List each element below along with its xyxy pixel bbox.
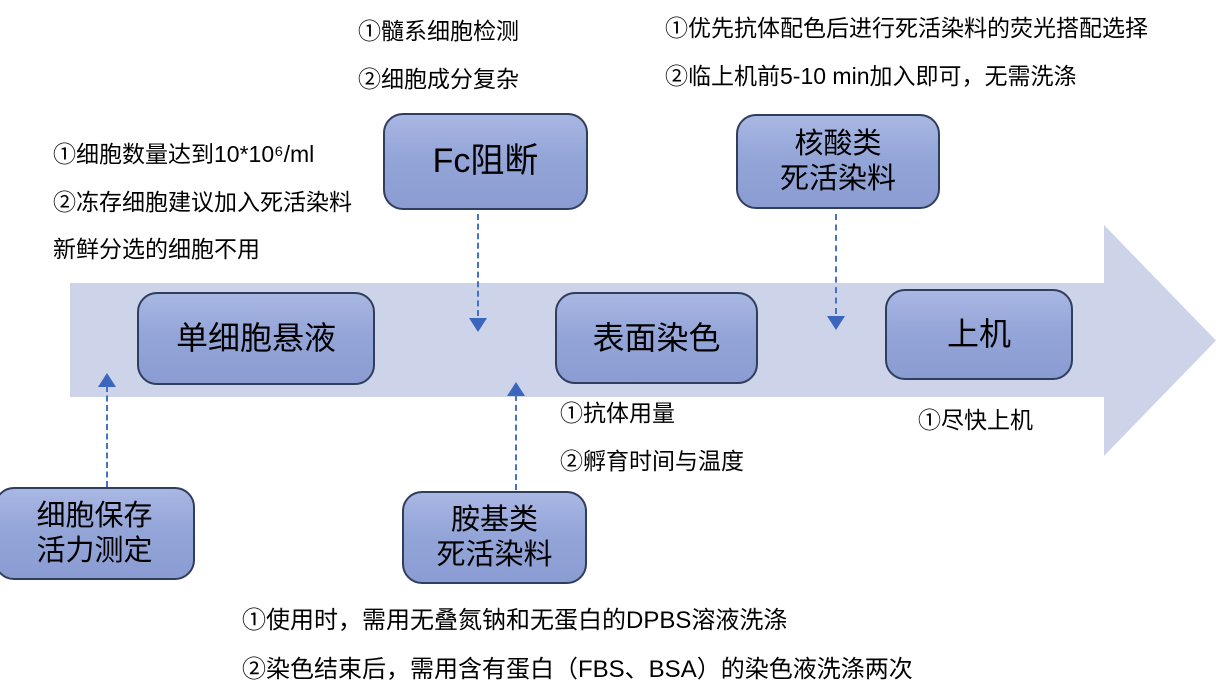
note-surface-staining: ①抗体用量 ②孵育时间与温度 [560,400,744,495]
arrowhead-down-icon [827,316,845,330]
node-fc-block: Fc阻断 [383,113,588,210]
node-surface-staining: 表面染色 [555,292,758,384]
note-run-on-machine: ①尽快上机 [918,407,1033,455]
note-line: ②临上机前5-10 min加入即可，无需洗涤 [665,62,1077,89]
arrowhead-up-icon [507,382,525,396]
node-label-line2: 活力测定 [36,534,153,567]
note-line: ①细胞数量达到10*10⁶/ml [53,141,315,167]
dashed-line [515,395,517,490]
node-amine-dye: 胺基类 死活染料 [402,491,587,584]
note-line: ①尽快上机 [918,407,1033,433]
note-line: ②孵育时间与温度 [560,447,744,474]
connector-nucleic-dye-down [827,214,845,330]
note-line: ①髓系细胞检测 [358,18,519,44]
node-label: 表面染色 [592,319,721,356]
note-line: ①使用时，需用无叠氮钠和无蛋白的DPBS溶液洗涤 [242,607,788,634]
arrowhead-up-icon [98,373,116,387]
node-label-line1: 核酸类 [794,127,882,160]
dashed-line [835,214,837,314]
note-line: ②冻存细胞建议加入死活染料 [53,188,352,215]
note-nucleic-dye: ①优先抗体配色后进行死活染料的荧光搭配选择 ②临上机前5-10 min加入即可，… [665,15,1148,110]
connector-fc-block-down [469,214,487,332]
note-line: ②染色结束后，需用含有蛋白（FBS、BSA）的染色液洗涤两次 [242,655,913,683]
note-line: ①抗体用量 [560,400,675,426]
node-label-line1: 胺基类 [450,503,538,536]
node-run-on-machine: 上机 [885,289,1073,380]
note-line: 新鲜分选的细胞不用 [53,236,260,263]
node-label-line2: 死活染料 [436,538,553,571]
arrowhead-down-icon [469,318,487,332]
dashed-line [477,214,479,316]
process-arrow-head-icon [1104,225,1216,456]
node-cell-preservation-viability: 细胞保存 活力测定 [0,487,195,580]
connector-viability-up [98,373,116,487]
node-label: 单细胞悬液 [175,320,336,357]
node-single-cell-suspension: 单细胞悬液 [137,292,375,385]
node-label: Fc阻断 [432,142,539,181]
note-fc-block: ①髓系细胞检测 ②细胞成分复杂 [358,18,519,113]
note-line: ①优先抗体配色后进行死活染料的荧光搭配选择 [665,15,1148,41]
note-amine-dye: ①使用时，需用无叠氮钠和无蛋白的DPBS溶液洗涤 ②染色结束后，需用含有蛋白（F… [242,607,913,698]
node-label: 上机 [946,316,1011,353]
dashed-line [106,386,108,487]
note-cell-preparation: ①细胞数量达到10*10⁶/ml ②冻存细胞建议加入死活染料 新鲜分选的细胞不用 [53,141,352,284]
connector-amine-dye-up [507,382,525,490]
node-nucleic-acid-dye: 核酸类 死活染料 [736,114,940,209]
node-label-line2: 死活染料 [779,162,896,195]
note-line: ②细胞成分复杂 [358,65,519,92]
node-label-line1: 细胞保存 [36,499,153,532]
